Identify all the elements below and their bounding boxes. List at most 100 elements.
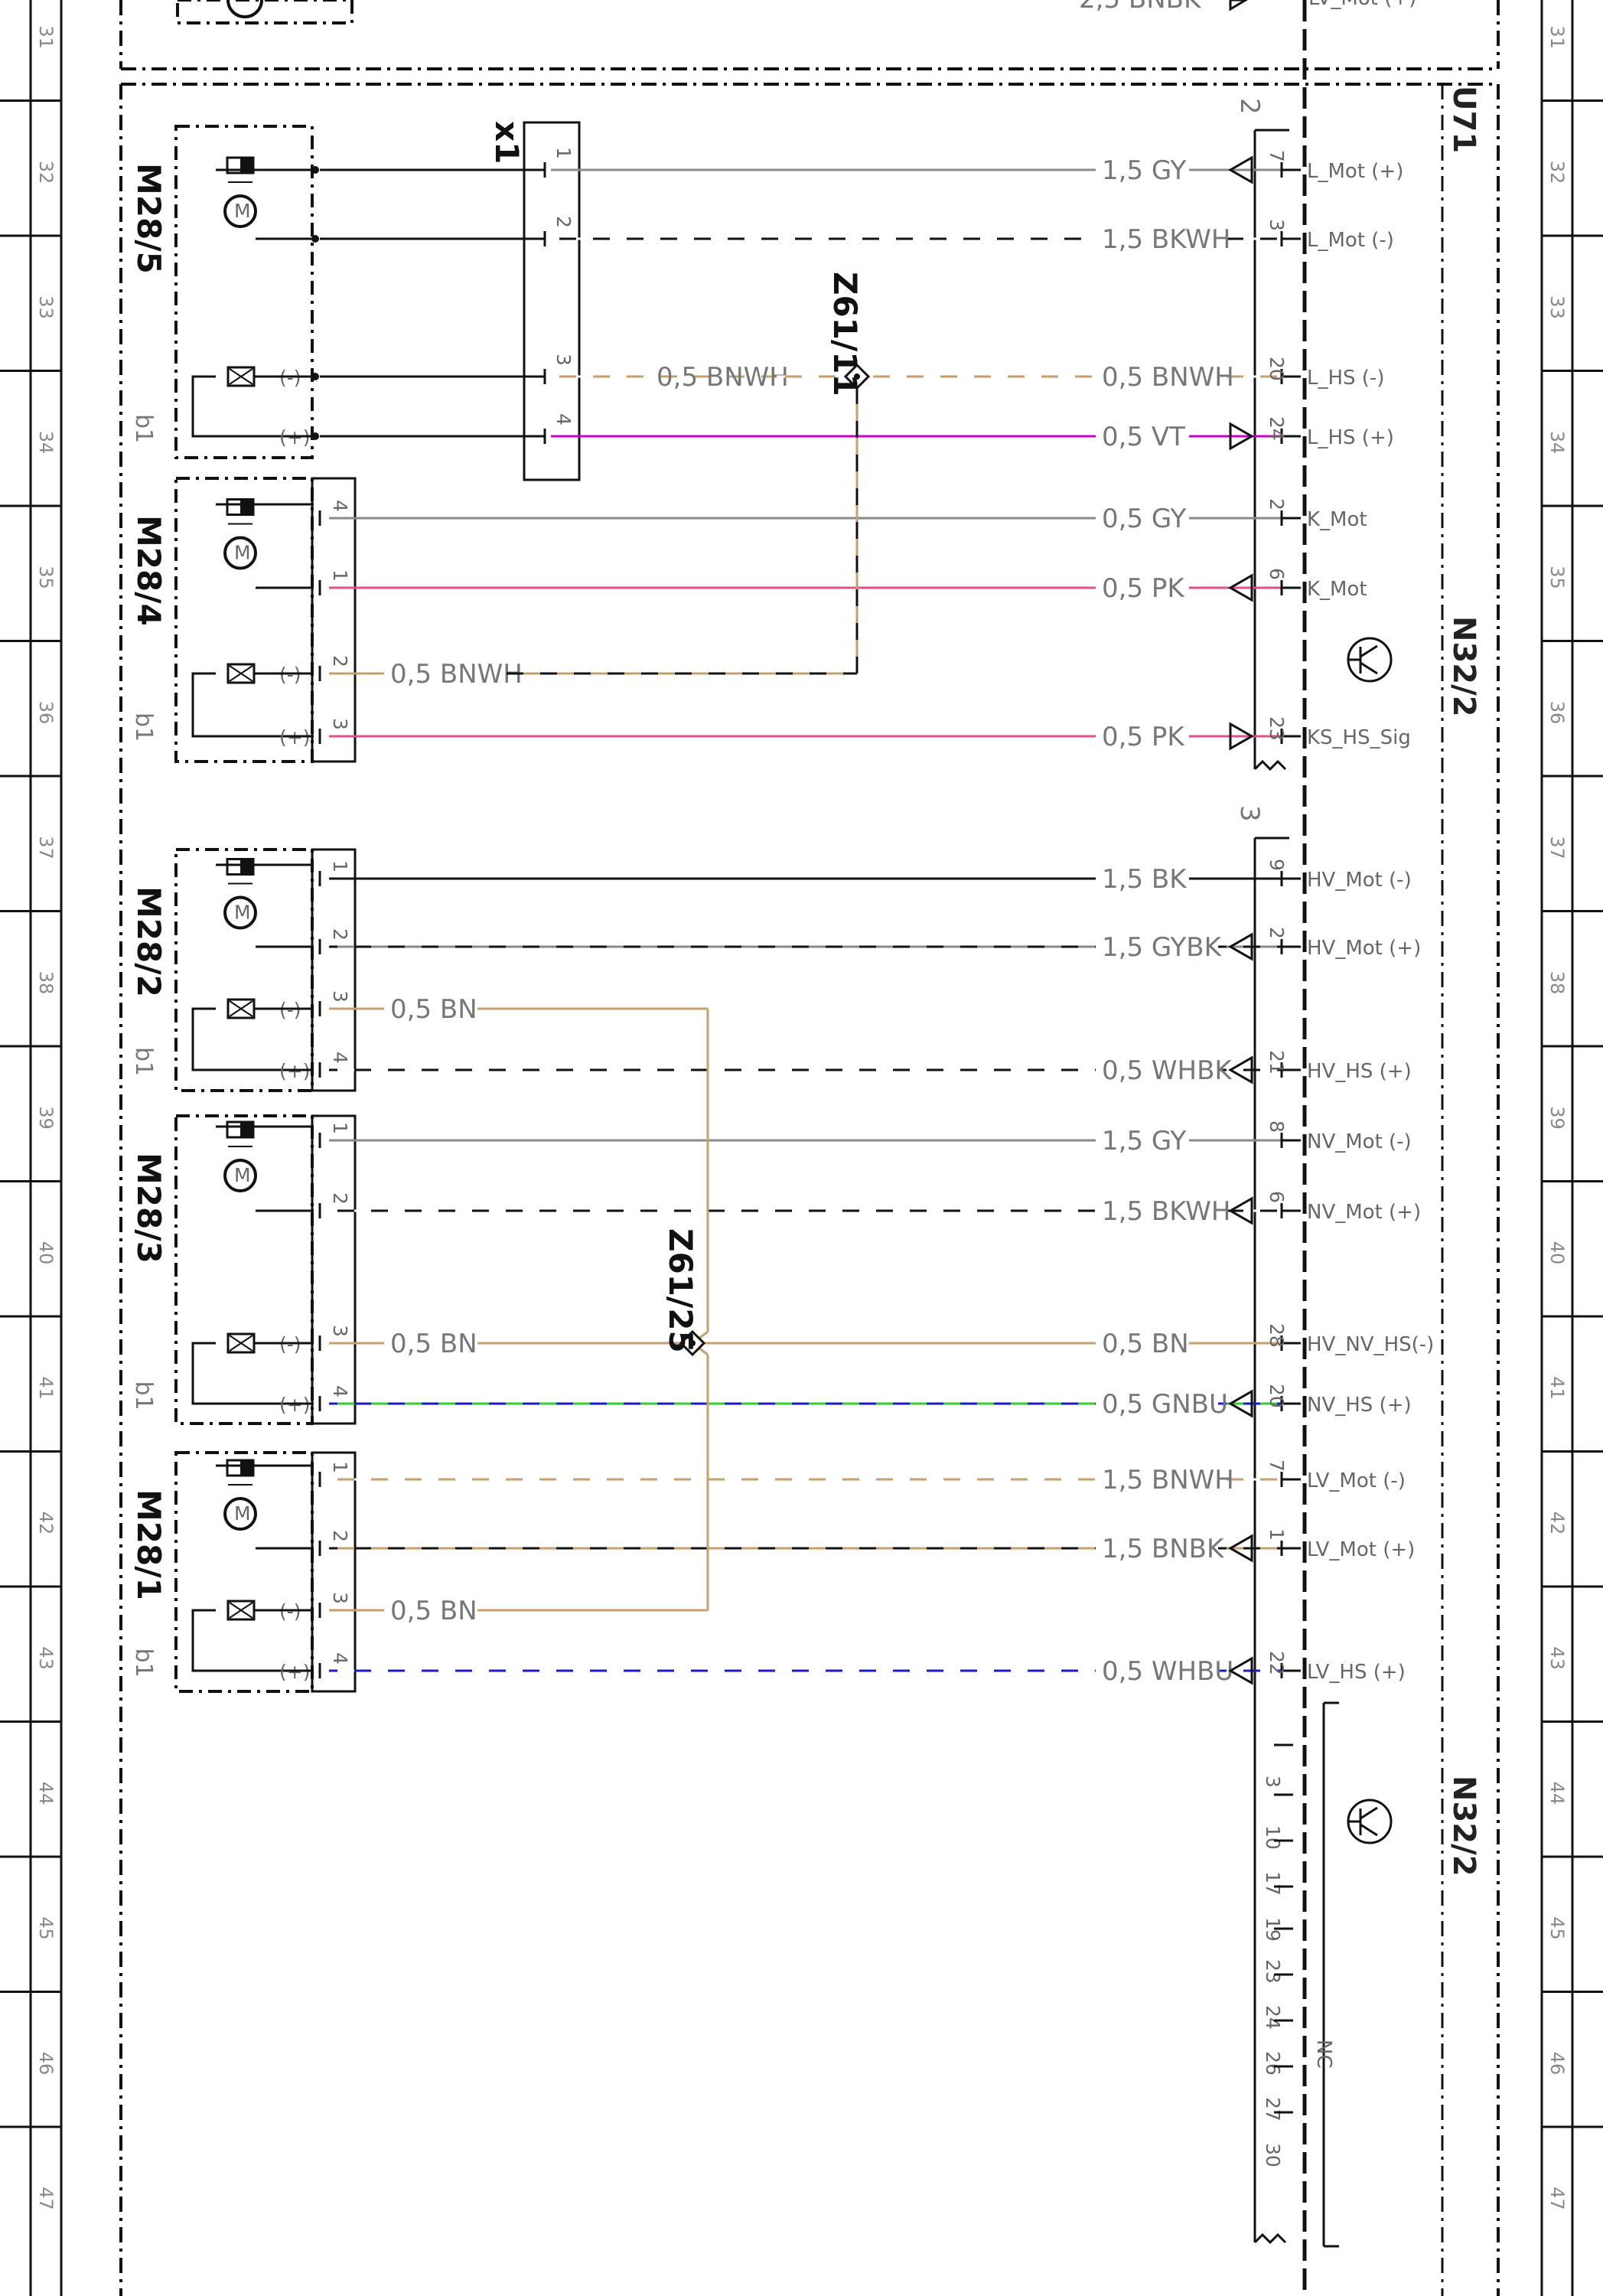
hall-x-2 xyxy=(229,1000,253,1017)
nc-pin-number: 27 xyxy=(1262,2097,1284,2122)
hall-sensor-loop xyxy=(191,1007,291,1071)
row-number-right: 44 xyxy=(1546,1782,1568,1805)
x1-pin-number: 1 xyxy=(552,147,575,159)
nc-pin-number: 30 xyxy=(1262,2143,1284,2167)
row-number-left: 43 xyxy=(35,1646,57,1670)
row-number-right: 36 xyxy=(1546,701,1568,725)
nc-label: NC xyxy=(1312,2040,1335,2069)
hall-sensor-loop xyxy=(191,672,291,738)
splice-label: Z61/25 xyxy=(662,1228,699,1353)
wire-label: 0,5 BNWH xyxy=(1102,362,1234,393)
nc-bracket xyxy=(1322,1701,1339,2248)
ecu-pin-number: 6 xyxy=(1266,1191,1288,1203)
splice-dot xyxy=(689,1340,696,1346)
junction-dot xyxy=(311,235,319,243)
row-number-right: 43 xyxy=(1546,1646,1568,1670)
frame-borders xyxy=(119,0,1500,2296)
component-connector xyxy=(311,1114,357,1425)
comp-pin-number: 4 xyxy=(329,500,351,512)
row-number-right: 41 xyxy=(1546,1376,1568,1400)
comp-pin-number: 2 xyxy=(329,1192,351,1205)
top-partial-section: 2,5 BNBK LV_Mot (+) xyxy=(176,0,1416,24)
comp-pin-number: 2 xyxy=(329,655,351,667)
position-sensor-fill xyxy=(240,499,253,515)
nc-pin-number: 3 xyxy=(1262,1776,1284,1788)
hall-x-2 xyxy=(229,1602,253,1619)
row-number-left: 31 xyxy=(35,25,57,49)
ecu-pin-number: 22 xyxy=(1266,1651,1288,1675)
motor-icon xyxy=(223,895,257,930)
top-partial-label: 2,5 BNBK xyxy=(1079,0,1202,15)
ecu-pin-label: KS_HS_Sig xyxy=(1307,726,1411,749)
ecu-connector-number-2: 2 xyxy=(1234,98,1265,115)
comp-pin-number: 3 xyxy=(329,990,351,1003)
hall-sensor-loop xyxy=(191,1609,291,1672)
transistor-icon xyxy=(1347,637,1393,683)
arrow-left-icon xyxy=(1227,1389,1253,1418)
splice-dot xyxy=(854,373,860,380)
wire-label: 0,5 GY xyxy=(1102,504,1187,534)
ecu-pin-label: K_Mot xyxy=(1307,578,1367,601)
row-number-left: 34 xyxy=(35,431,57,455)
nc-pin-number: 17 xyxy=(1262,1871,1284,1896)
row-number-left: 45 xyxy=(35,1916,57,1940)
b1-label: b1 xyxy=(130,1047,157,1076)
ecu-pin-number: 9 xyxy=(1266,859,1288,871)
ecu-pin-label: NV_Mot (-) xyxy=(1307,1130,1412,1153)
module-label-lower: N32/2 xyxy=(1446,1776,1481,1877)
splice-z61_25: Z61/25 xyxy=(662,1228,706,1357)
comp-pin-number: 1 xyxy=(329,1122,351,1134)
component-frame xyxy=(174,1114,314,1425)
wire-label: 1,5 BNWH xyxy=(1102,1465,1234,1495)
motor-icon xyxy=(223,1497,257,1531)
ecu-connector-number-3: 3 xyxy=(1234,805,1265,822)
ecu-pin-label: L_Mot (-) xyxy=(1307,229,1394,252)
component-frame xyxy=(174,477,314,763)
motor-icon xyxy=(223,1159,257,1192)
ecu-pin-number: 20 xyxy=(1266,1384,1288,1408)
row-number-left: 42 xyxy=(35,1512,57,1535)
comp-pin-number: 2 xyxy=(329,928,351,941)
wire-label: 1,5 BNBK xyxy=(1102,1534,1225,1564)
arrow-left-icon xyxy=(1227,932,1253,961)
hall-sensor-loop xyxy=(191,375,291,438)
wire-label: 0,5 VT xyxy=(1102,422,1185,452)
wire-label: 0,5 PK xyxy=(1102,722,1185,752)
top-partial-pin: LV_Mot (+) xyxy=(1308,0,1416,10)
row-number-left: 47 xyxy=(35,2187,57,2210)
ecu-pin-number: 23 xyxy=(1266,716,1288,741)
component-label: M28/2 xyxy=(130,886,168,997)
comp-pin-number: 3 xyxy=(329,718,351,730)
row-number-right: 31 xyxy=(1546,25,1568,49)
row-number-left: 36 xyxy=(35,701,57,725)
module-label: N32/2 xyxy=(1446,616,1481,717)
arrow-left-icon xyxy=(1227,1534,1253,1563)
row-number-right: 40 xyxy=(1546,1241,1568,1265)
arrow-right-icon xyxy=(1229,722,1255,751)
row-number-left: 44 xyxy=(35,1782,57,1805)
arrow-left-icon xyxy=(1227,1196,1253,1225)
comp-pin-number: 4 xyxy=(329,1052,351,1064)
x1-to-z61-11: 0,5 BNWH xyxy=(551,362,1102,393)
comp-pin-number: 2 xyxy=(329,1530,351,1542)
ecu-pin-label: L_HS (+) xyxy=(1307,426,1394,449)
row-number-left: 41 xyxy=(35,1376,57,1400)
ecu-pin-number: 21 xyxy=(1266,1050,1288,1075)
position-sensor-fill xyxy=(240,1122,253,1137)
